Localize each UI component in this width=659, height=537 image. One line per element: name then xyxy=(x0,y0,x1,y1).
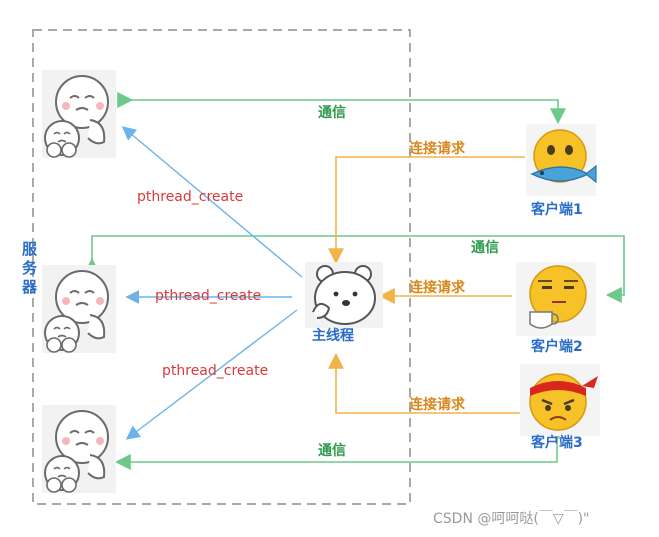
connect-edge-client3 xyxy=(328,352,528,414)
client1-emoji-icon xyxy=(526,124,597,196)
pthread-create-edges xyxy=(121,126,303,440)
client1-label: 客户端1 xyxy=(531,202,583,218)
worker-thread-icon xyxy=(41,264,117,354)
comm-edge-client1 xyxy=(117,92,566,125)
pthread-edge-1 xyxy=(121,126,303,278)
pthread-edge-3 xyxy=(125,309,298,440)
worker-thread-icon xyxy=(41,69,117,159)
server-boundary xyxy=(32,29,411,505)
client2-emoji-icon xyxy=(516,262,596,336)
comm-edge-client3 xyxy=(114,425,565,470)
client3-emoji-icon xyxy=(520,364,600,436)
connect-request-label-2: 连接请求 xyxy=(409,280,465,296)
server-label: 服务器 xyxy=(22,240,38,296)
client3-label: 客户端3 xyxy=(531,435,583,451)
pthread-create-label-2: pthread_create xyxy=(155,288,262,304)
main-thread-label: 主线程 xyxy=(312,328,354,344)
client2-label: 客户端2 xyxy=(531,339,583,355)
watermark: CSDN @呵呵哒(￣▽￣)" xyxy=(433,511,590,527)
pthread-create-label-3: pthread_create xyxy=(162,363,269,379)
pthread-create-label-1: pthread_create xyxy=(137,189,244,205)
communication-edges xyxy=(84,92,625,470)
connect-request-edges xyxy=(328,156,528,414)
communication-label-3: 通信 xyxy=(318,443,346,459)
connect-request-label-3: 连接请求 xyxy=(409,397,465,413)
comm-edge-client2 xyxy=(84,235,625,303)
worker-thread-icon xyxy=(41,404,117,494)
connect-request-label-1: 连接请求 xyxy=(409,141,465,157)
communication-label-2: 通信 xyxy=(471,240,499,256)
main-thread-bear-icon xyxy=(305,262,383,328)
communication-label-1: 通信 xyxy=(318,105,346,121)
connect-edge-client1 xyxy=(328,156,525,265)
